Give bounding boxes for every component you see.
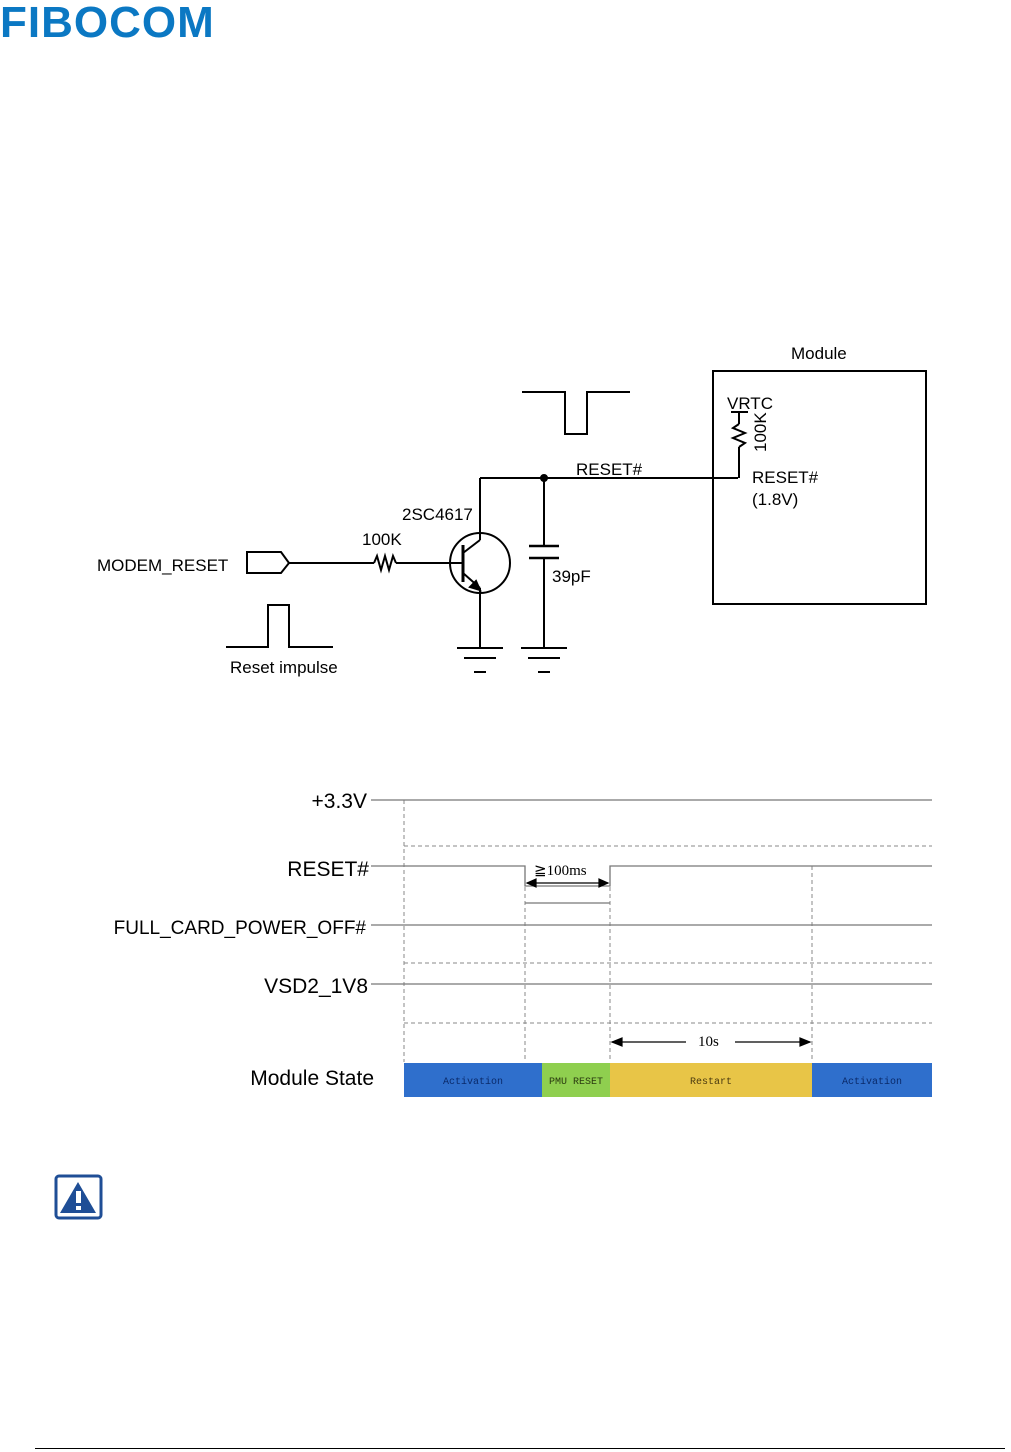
input-port-symbol bbox=[247, 552, 289, 573]
base-resistor bbox=[374, 556, 396, 570]
module-state-label: Module State bbox=[250, 1067, 374, 1090]
state-text: Restart bbox=[690, 1077, 732, 1088]
state-text: PMU RESET bbox=[549, 1077, 603, 1088]
signal-label-3v3: +3.3V bbox=[312, 790, 367, 813]
capacitor-value: 39pF bbox=[552, 567, 591, 586]
signal-label-vsd2: VSD2_1V8 bbox=[264, 975, 368, 998]
signal-label-reset: RESET# bbox=[287, 858, 369, 881]
base-resistor-value: 100K bbox=[362, 530, 402, 549]
signal-reset-line bbox=[371, 866, 932, 886]
reset-impulse-wave bbox=[226, 605, 333, 647]
warning-icon bbox=[56, 1176, 101, 1218]
logo-text: FIBOCOM bbox=[0, 0, 215, 47]
transistor-label: 2SC4617 bbox=[402, 505, 473, 524]
pulse-width-label: ≧100ms bbox=[534, 863, 587, 879]
module-pin-label: RESET# bbox=[752, 468, 819, 487]
reset-pulse-wave bbox=[522, 392, 630, 434]
timing-diagram: +3.3V RESET# FULL_CARD_POWER_OFF# VSD2_1… bbox=[114, 790, 932, 1097]
pullup-resistor-value: 100K bbox=[751, 412, 770, 452]
restart-duration-label: 10s bbox=[698, 1034, 719, 1050]
input-signal-label: MODEM_RESET bbox=[97, 556, 228, 575]
footer-rule bbox=[35, 1448, 1005, 1449]
fibocom-logo: FIBOCOM bbox=[0, 0, 215, 47]
ground-symbol bbox=[457, 648, 503, 672]
state-text: Activation bbox=[443, 1076, 503, 1088]
module-title: Module bbox=[791, 344, 847, 363]
ground-symbol bbox=[521, 648, 567, 672]
state-text: Activation bbox=[842, 1076, 902, 1088]
signal-label-power-off: FULL_CARD_POWER_OFF# bbox=[114, 918, 367, 939]
vrtc-label: VRTC bbox=[727, 394, 773, 413]
reset-circuit-diagram bbox=[226, 371, 926, 672]
pullup-resistor bbox=[733, 424, 745, 447]
module-voltage-label: (1.8V) bbox=[752, 490, 798, 509]
net-label: RESET# bbox=[576, 460, 643, 479]
impulse-label: Reset impulse bbox=[230, 658, 338, 677]
